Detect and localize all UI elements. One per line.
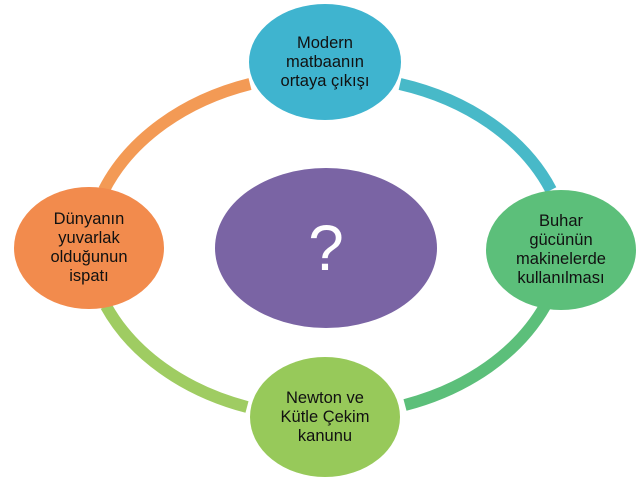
arc-bottom-left	[100, 303, 249, 413]
node-left	[14, 187, 164, 309]
arc-left-top	[98, 78, 252, 193]
center-circle	[215, 168, 437, 328]
node-top-label: Modern matbaanın ortaya çıkışı	[280, 33, 370, 90]
node-right	[486, 190, 636, 310]
arc-top-right	[398, 78, 557, 193]
node-bottom-label: Newton ve Kütle Çekim kanunu	[280, 388, 370, 445]
arc-right-bottom	[403, 303, 551, 411]
node-top	[249, 4, 401, 120]
node-bottom	[250, 357, 400, 477]
node-right-label: Buhar gücünün makinelerde kullanılması	[516, 212, 606, 287]
node-left-label: Dünyanın yuvarlak olduğunun ispatı	[50, 210, 128, 285]
center-question-mark: ?	[308, 212, 344, 284]
